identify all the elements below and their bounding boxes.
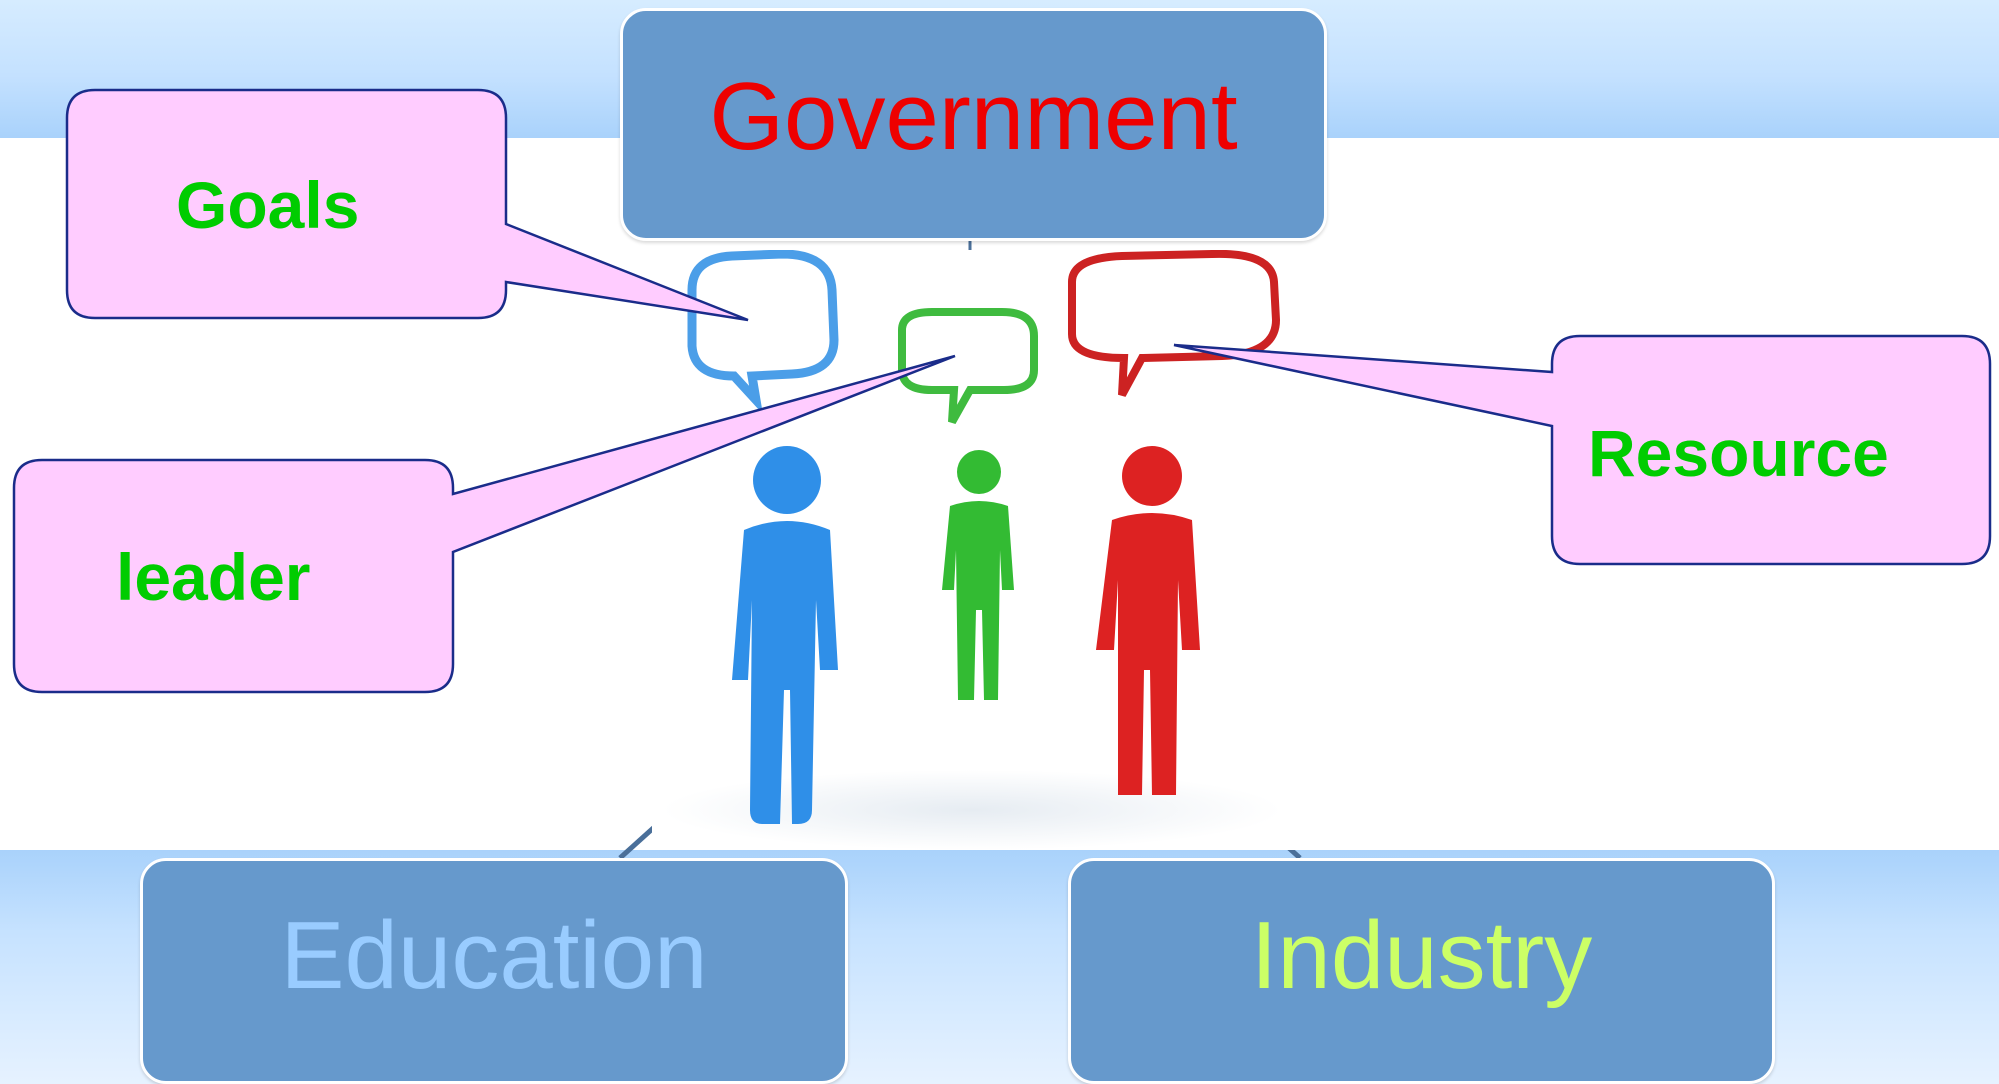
education-node: Education <box>140 858 848 1084</box>
resource-callout <box>1173 334 1992 566</box>
resource-label: Resource <box>1588 416 1889 490</box>
industry-label: Industry <box>1250 902 1593 1009</box>
leader-callout <box>12 354 956 694</box>
leader-label: leader <box>116 540 311 614</box>
red-person <box>1096 446 1200 795</box>
goals-callout <box>65 88 749 322</box>
industry-node: Industry <box>1068 858 1775 1084</box>
goals-label: Goals <box>176 168 360 242</box>
green-speech-bubble <box>898 308 1038 424</box>
government-node: Government <box>620 8 1327 241</box>
education-label: Education <box>280 902 708 1009</box>
red-speech-bubble <box>1068 250 1281 397</box>
green-person <box>942 450 1014 700</box>
blue-speech-bubble <box>687 250 839 415</box>
government-label: Government <box>709 62 1238 170</box>
blue-person <box>732 446 838 824</box>
